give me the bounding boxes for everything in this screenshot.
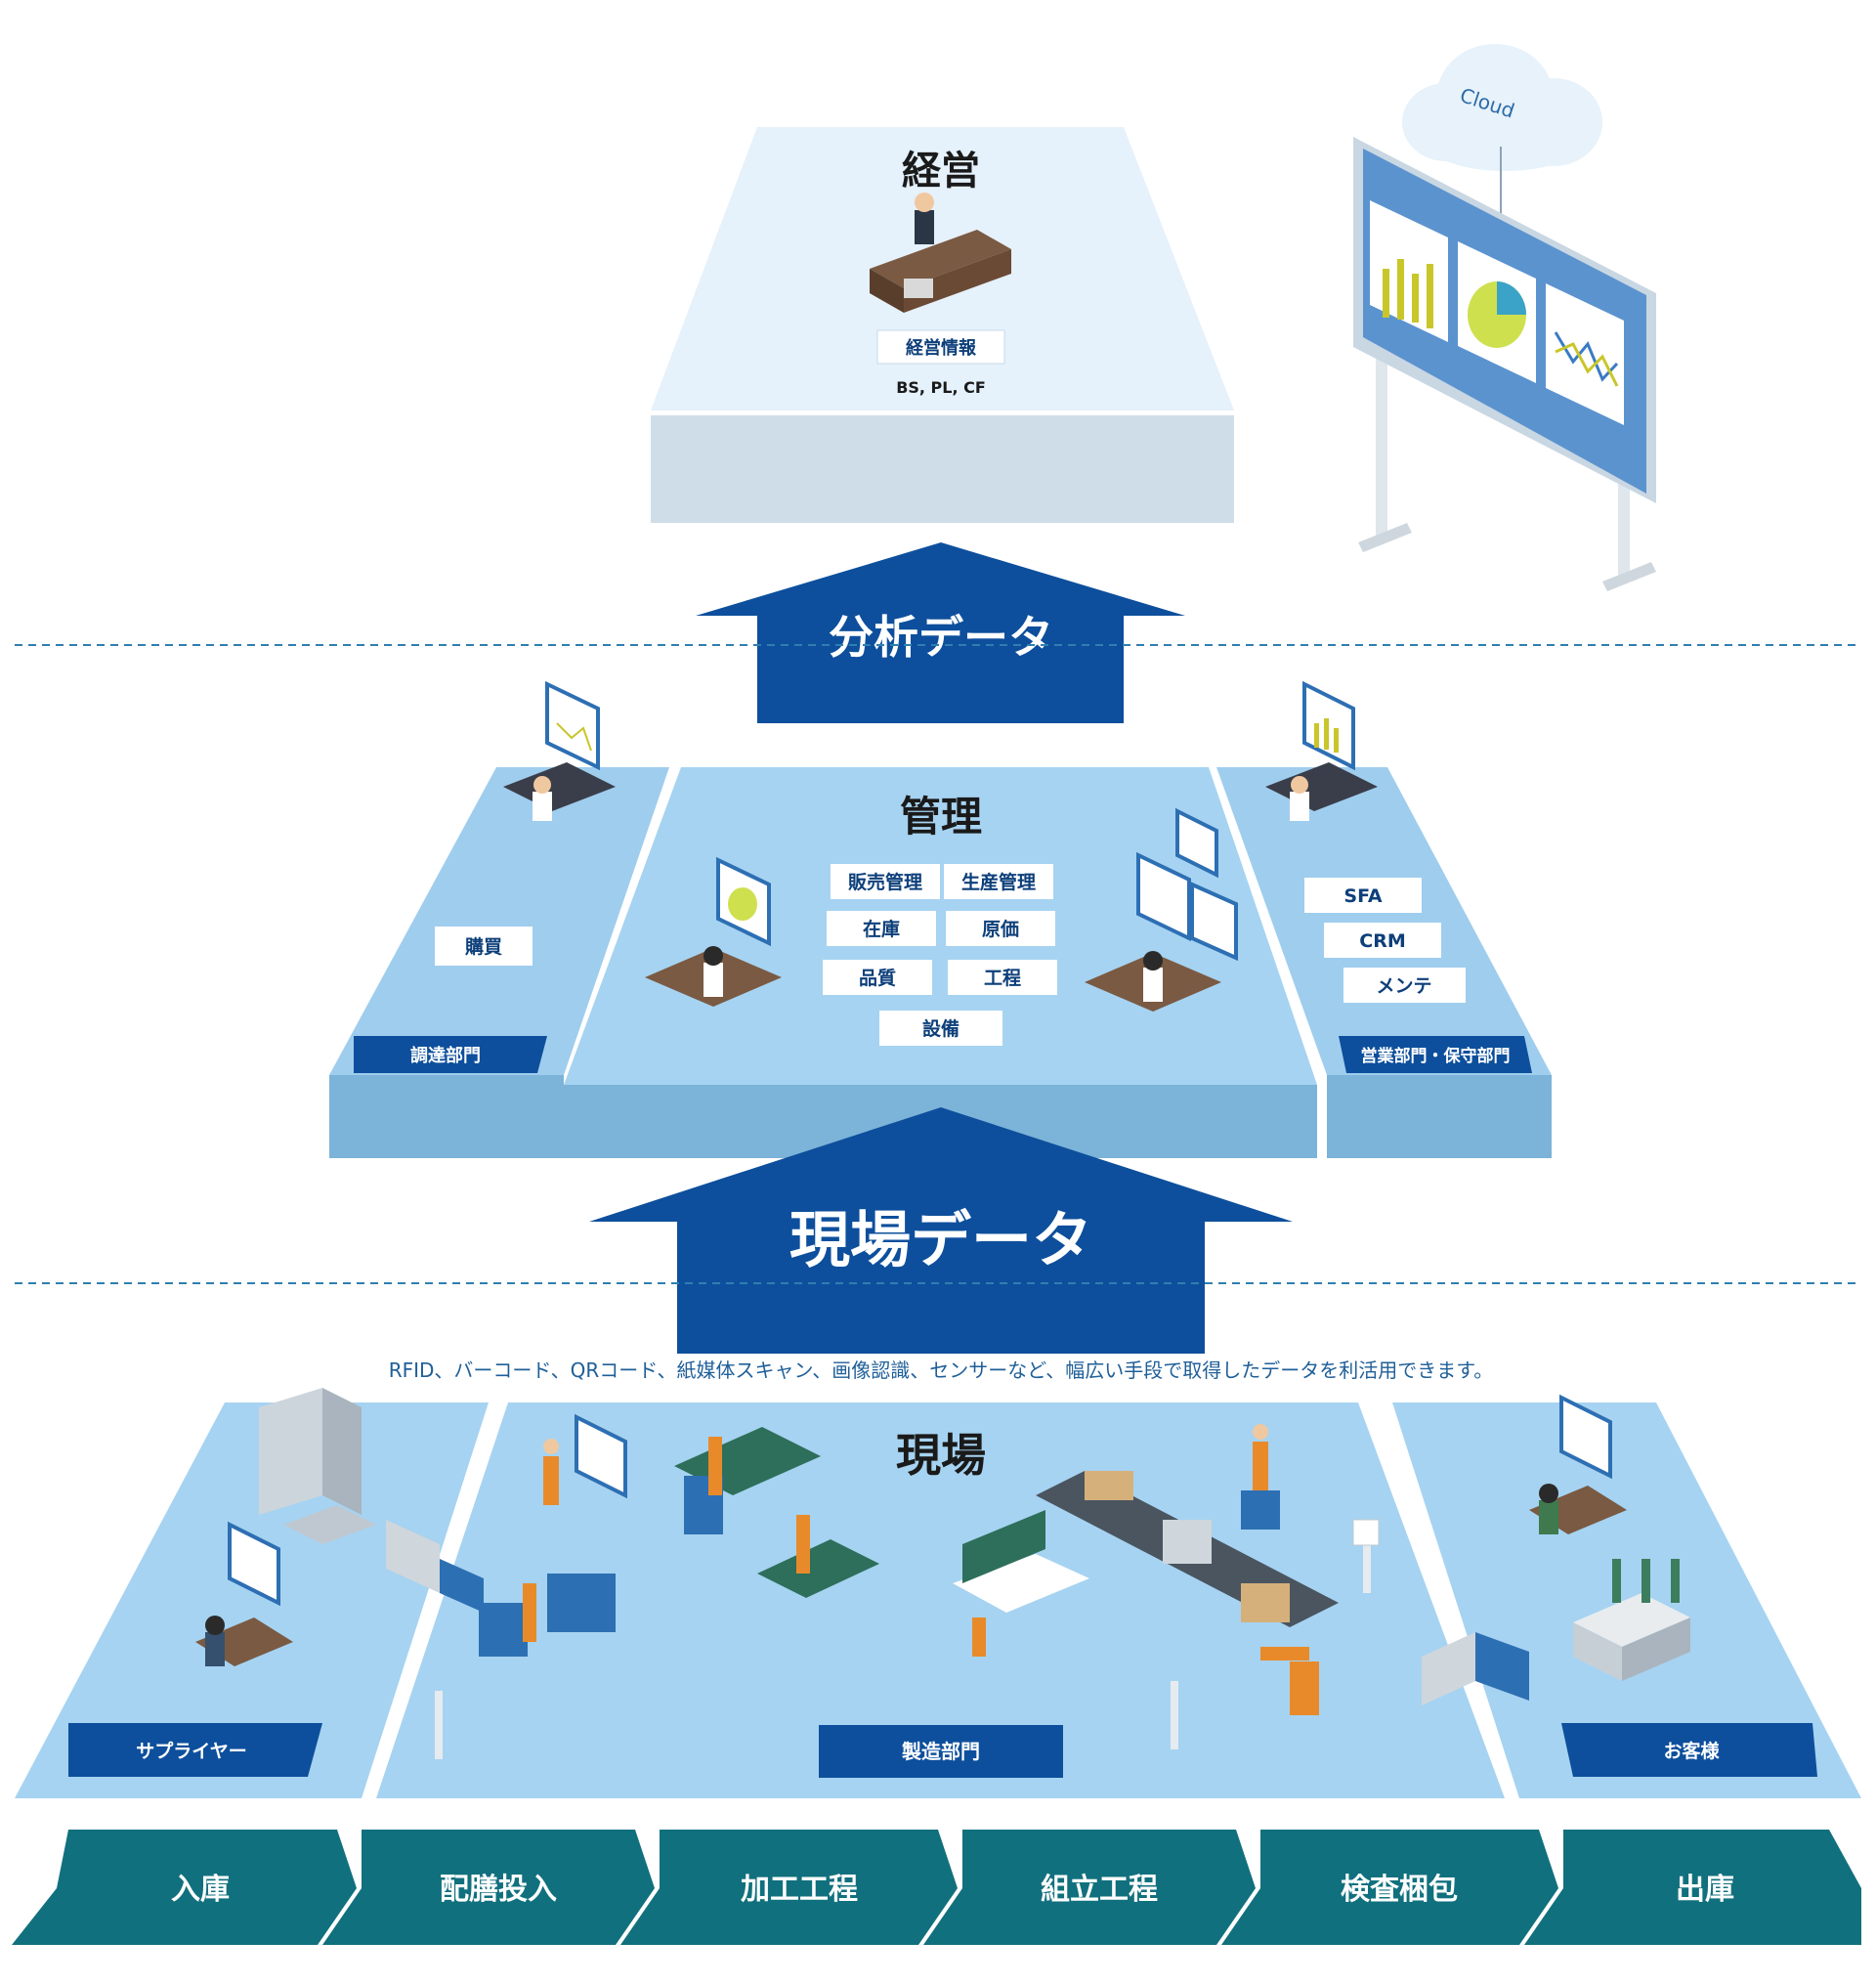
top-title: 経営: [902, 149, 980, 194]
mid-left-dept: [354, 1036, 547, 1073]
mid-right-dept-label: 営業部門・保守部門: [1361, 1046, 1511, 1066]
mid-right-panel: [1216, 767, 1552, 1075]
process-step-2-label: 配膳投入: [440, 1873, 557, 1907]
process-step-5-label: 検査梱包: [1341, 1873, 1458, 1907]
cloud-icon: [1402, 44, 1602, 171]
mid-center-tags: 販売管理 生産管理 在庫 原価 品質 工程 設備: [823, 864, 1057, 1046]
tag-purchasing-label: 購買: [465, 935, 502, 958]
mid-right-side: [1327, 1075, 1552, 1158]
field-data-label: 現場データ: [789, 1204, 1092, 1275]
truck-left-icon: [386, 1520, 484, 1613]
top-platform-side: [651, 415, 1234, 523]
cloud-billboard: Cloud: [1353, 44, 1656, 591]
tag-inventory: [827, 911, 936, 946]
process-step-1-label: 入庫: [171, 1873, 230, 1907]
tag-maintenance: [1343, 968, 1466, 1003]
mid-left-panel: [329, 767, 669, 1075]
supplier-desk-icon: [195, 1616, 293, 1666]
mid-left-monitor-icon: [545, 680, 600, 771]
process-step-3: [620, 1830, 958, 1945]
mid-center-right-monitor-icon: [1136, 807, 1238, 962]
process-step-1: [12, 1830, 357, 1945]
customer-factory-icon: [1573, 1559, 1690, 1681]
mid-right-dept: [1339, 1036, 1532, 1073]
process-step-3-label: 加工工程: [741, 1873, 858, 1907]
tag-production-mgmt-label: 生産管理: [961, 871, 1036, 893]
bottom-tier: 現場 サプライヤー 製造部門 お客様: [15, 1388, 1861, 1798]
tag-crm: [1324, 923, 1441, 958]
process-step-4-label: 組立工程: [1041, 1873, 1158, 1907]
tag-process: [948, 960, 1057, 995]
worker-icon: [543, 1439, 559, 1505]
process-flow: 入庫 配膳投入 加工工程 組立工程 検査梱包 出庫: [12, 1830, 1861, 1945]
field-data-arrow: 現場データ: [589, 1107, 1293, 1354]
billboard-line-chart-icon: [1546, 283, 1624, 425]
top-info-sub: BS, PL, CF: [896, 378, 986, 397]
mid-center-panel: [564, 767, 1317, 1085]
field-monitor-icon: [575, 1413, 627, 1499]
analysis-data-label: 分析データ: [829, 611, 1053, 664]
process-step-2: [322, 1830, 655, 1945]
bottom-center-dept-label: 製造部門: [902, 1740, 980, 1763]
mid-left-desk-icon: [503, 762, 616, 821]
truck-right-icon: [1422, 1632, 1529, 1705]
tag-equipment: [879, 1011, 1002, 1046]
mid-left-side: [329, 1075, 564, 1158]
middle-tier: 管理 販売管理 生産管理 在庫 原価 品質 工程 設備 購買 調達部門 SFA …: [329, 680, 1552, 1158]
customer-monitor-icon: [1559, 1394, 1612, 1480]
mid-title: 管理: [900, 793, 982, 841]
conveyor-icon: [1036, 1471, 1339, 1627]
control-desk-icon: [953, 1510, 1089, 1657]
tag-cost: [946, 911, 1055, 946]
mid-right-monitor-icon: [1302, 680, 1355, 771]
bottom-left-dept: [68, 1723, 322, 1777]
supplier-building-icon: [259, 1388, 376, 1544]
tag-sfa: [1304, 878, 1422, 913]
assembly-station-icon: [674, 1427, 879, 1598]
executive-desk-icon: [870, 193, 1011, 313]
tag-crm-label: CRM: [1359, 930, 1405, 952]
mid-center-left-desk-icon: [645, 946, 782, 1007]
analysis-data-arrow: 分析データ: [696, 542, 1185, 723]
customer-desk-icon: [1529, 1484, 1627, 1534]
worker-right-icon: [1241, 1424, 1280, 1530]
tag-process-label: 工程: [984, 968, 1021, 989]
process-step-4: [923, 1830, 1256, 1945]
tag-sales-mgmt: [831, 864, 940, 899]
tag-cost-label: 原価: [982, 919, 1019, 940]
supplier-monitor-icon: [228, 1521, 280, 1607]
mid-left-dept-label: 調達部門: [410, 1045, 481, 1066]
tag-maintenance-label: メンテ: [1376, 975, 1431, 997]
top-info-tag: [876, 329, 1005, 365]
tag-equipment-label: 設備: [922, 1017, 959, 1040]
tag-purchasing: [435, 927, 533, 966]
tag-production-mgmt: [944, 864, 1053, 899]
mid-center-left-monitor-icon: [716, 856, 771, 947]
mid-right-desk-icon: [1265, 762, 1378, 821]
tag-inventory-label: 在庫: [863, 918, 900, 940]
bottom-left-dept-label: サプライヤー: [136, 1740, 246, 1762]
tag-quality: [823, 960, 932, 995]
shelf-cart-icon: [479, 1574, 616, 1657]
bottom-center-dept: [819, 1725, 1063, 1778]
robot-arm-icon: [1260, 1647, 1319, 1715]
tag-sales-mgmt-label: 販売管理: [848, 871, 922, 893]
top-tier: 経営 経営情報 BS, PL, CF: [651, 127, 1234, 523]
bottom-left-panel: [15, 1402, 489, 1798]
process-step-6: [1524, 1830, 1861, 1945]
tag-quality-label: 品質: [859, 967, 896, 989]
tag-sfa-label: SFA: [1343, 885, 1382, 907]
field-note: RFID、バーコード、QRコード、紙媒体スキャン、画像認識、センサーなど、幅広い…: [389, 1359, 1494, 1382]
top-info-tag-label: 経営情報: [906, 337, 977, 359]
bottom-right-dept: [1561, 1723, 1817, 1777]
process-step-5: [1221, 1830, 1558, 1945]
rfid-sensor-icon: [435, 1519, 1380, 1759]
mid-center-right-desk-icon: [1085, 951, 1221, 1012]
bottom-title: 現場: [896, 1429, 986, 1482]
bottom-center-panel: [376, 1402, 1505, 1798]
process-step-6-label: 出庫: [1676, 1873, 1734, 1907]
bottom-right-dept-label: お客様: [1663, 1740, 1720, 1762]
